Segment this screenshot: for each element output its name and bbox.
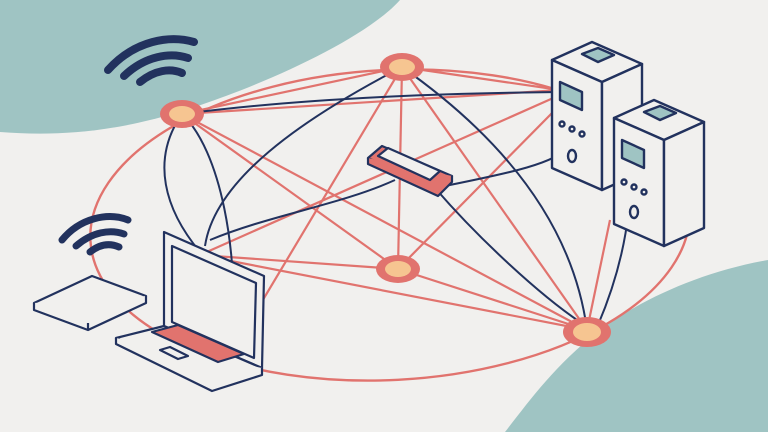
- server-screen: [620, 138, 646, 170]
- top-left-blob: [0, 0, 400, 134]
- tablet-icon: [32, 274, 148, 332]
- laptop-trackpad: [158, 345, 190, 361]
- laptop-keyboard: [150, 323, 246, 364]
- server-icon: [612, 98, 706, 248]
- wifi-icon: [58, 213, 132, 256]
- server-top-panel: [580, 46, 616, 64]
- bottom-right-blob: [505, 260, 768, 432]
- server-screen: [558, 80, 584, 112]
- smartphone-icon: [366, 144, 454, 198]
- laptop-icon: [114, 230, 266, 393]
- network-node: [563, 317, 611, 347]
- network-node: [376, 255, 420, 283]
- network-node: [380, 53, 424, 81]
- server-top-panel: [642, 104, 678, 122]
- network-node: [160, 100, 204, 128]
- wifi-icon: [104, 35, 198, 86]
- network-nodes: [160, 53, 611, 347]
